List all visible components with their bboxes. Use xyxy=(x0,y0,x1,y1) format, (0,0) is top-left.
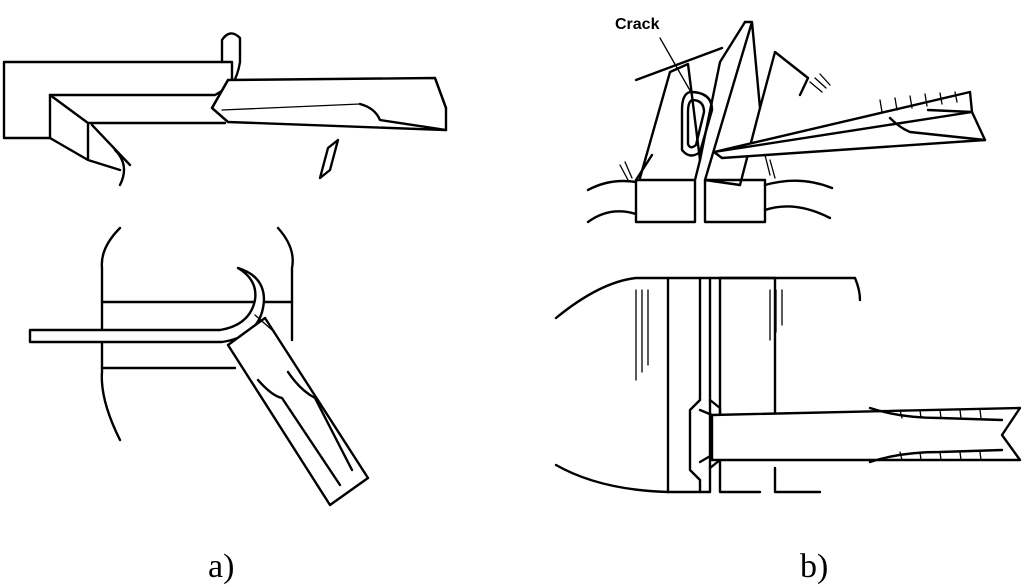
panel-b-perspective xyxy=(586,20,987,224)
chisel-edge-line-a xyxy=(221,103,361,111)
panel-b-caption: b) xyxy=(800,548,829,585)
chip-curl-top xyxy=(220,32,242,87)
chisel-blade-b xyxy=(712,90,987,160)
workpiece-end-arc xyxy=(113,148,126,187)
plate-left-edge xyxy=(100,226,122,442)
chisel-blade-a-plan xyxy=(226,316,370,507)
chisel-groove-b xyxy=(888,108,987,142)
chisel-blade-b-plan xyxy=(710,406,1022,462)
crack-loop-inner xyxy=(686,98,706,149)
panel-a-caption: a) xyxy=(208,548,235,585)
plate-bottom-edge xyxy=(554,463,670,494)
chisel-bevel-a xyxy=(210,76,448,132)
plate-top-edge xyxy=(554,276,862,320)
horizon-line xyxy=(634,46,724,82)
panel-a-plan-view xyxy=(28,226,370,507)
crack-leader-line xyxy=(659,37,693,95)
chisel-groove-a-plan xyxy=(256,370,354,487)
block-left-hatch xyxy=(635,289,649,381)
chisel-blade-a xyxy=(210,76,448,132)
plate-right-edge xyxy=(276,226,294,342)
workpiece-ledge xyxy=(48,93,227,172)
crack-label: Crack xyxy=(615,16,660,33)
surface-wave-left xyxy=(586,179,638,224)
block-left xyxy=(634,153,702,224)
workpiece-block xyxy=(2,60,234,140)
sliver-piece xyxy=(318,138,340,180)
chisel-hatch-b-plan xyxy=(899,409,982,461)
wedge-right-hatch xyxy=(764,73,831,179)
crack-loop xyxy=(680,90,714,157)
bent-strip xyxy=(28,266,266,344)
panel-a-side-view xyxy=(2,32,448,187)
wedge-right xyxy=(703,20,810,187)
block-right-plan xyxy=(718,276,822,494)
block-left-plan xyxy=(666,276,712,494)
chisel-hatch-b xyxy=(879,91,958,113)
chisel-stop-a xyxy=(254,314,273,331)
block-right xyxy=(703,178,767,224)
panel-b-plan-view xyxy=(554,276,1022,494)
block-right-hatch xyxy=(769,289,783,341)
wedge-left-hatch xyxy=(619,161,633,181)
surface-wave-right xyxy=(763,179,834,220)
